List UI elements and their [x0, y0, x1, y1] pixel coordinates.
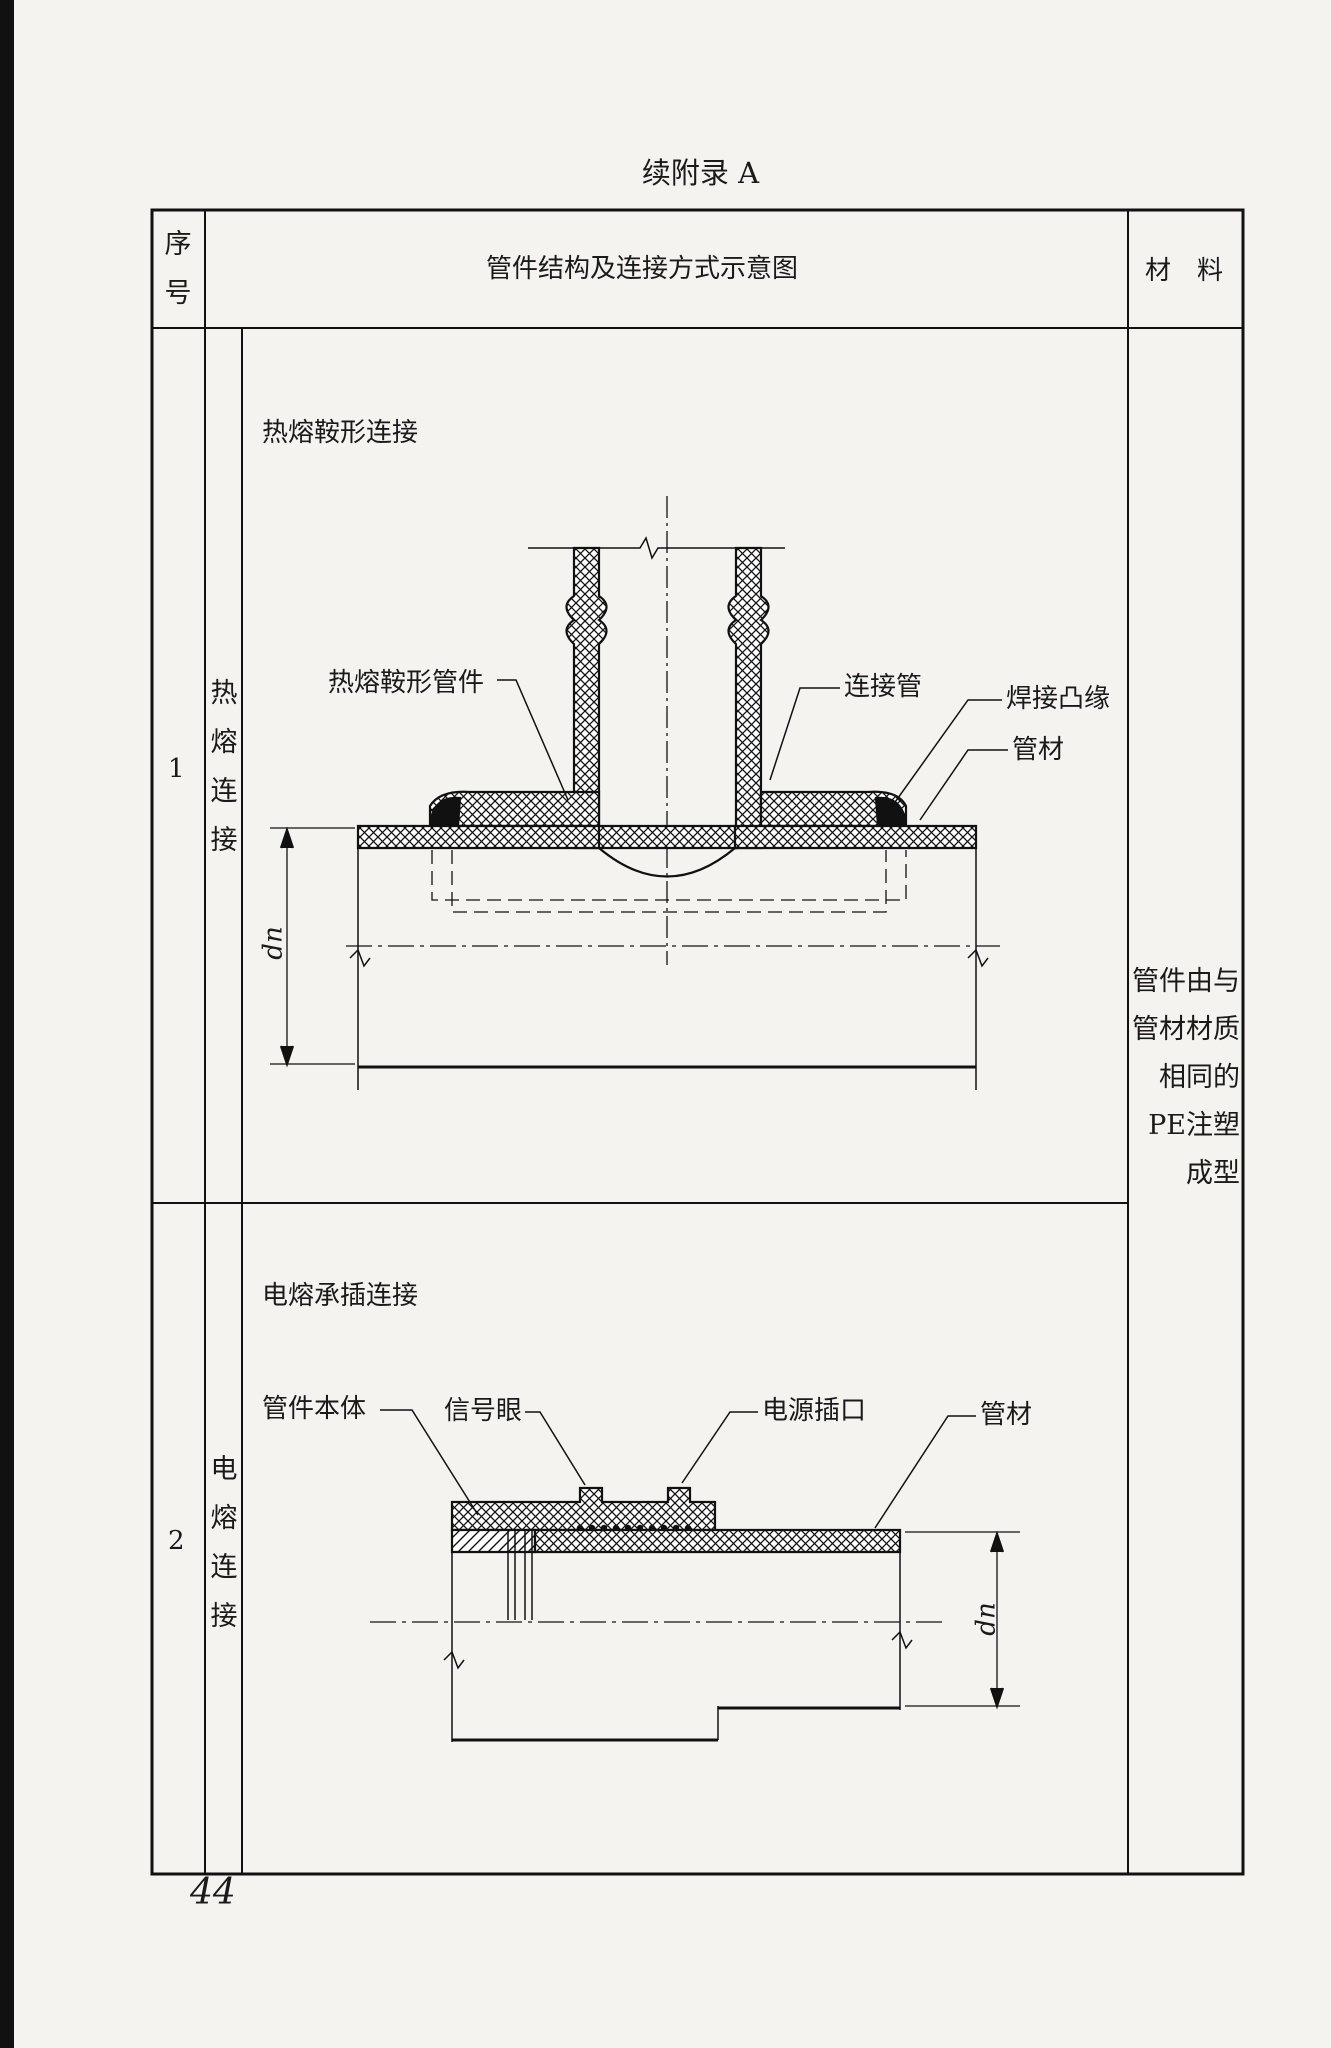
- header-material: 材 料: [1145, 256, 1224, 286]
- row1-subtitle: 热熔鞍形连接: [262, 418, 419, 448]
- header-diagram: 管件结构及连接方式示意图: [486, 254, 799, 284]
- label-saddle-fitting: 热熔鞍形管件: [328, 668, 485, 698]
- row1-index: 1: [168, 754, 185, 784]
- label-fitting-body: 管件本体: [262, 1394, 367, 1424]
- page-number: 44: [190, 1872, 236, 1913]
- label-signal-eye: 信号眼: [444, 1396, 523, 1426]
- row1-category: 热熔连接: [210, 678, 238, 856]
- table-grid: [150, 208, 1245, 1876]
- dim-label-2: dn: [971, 1602, 1002, 1636]
- page-title: 续附录 A: [641, 156, 760, 190]
- saddle-fusion-drawing: [270, 496, 1008, 1090]
- label-power-socket: 电源插口: [762, 1396, 867, 1426]
- scan-edge: [0, 0, 14, 2048]
- row2-index: 2: [168, 1526, 185, 1556]
- header-index: 序号: [164, 229, 192, 309]
- label-weld-flange: 焊接凸缘: [1006, 684, 1111, 714]
- dim-label-1: dn: [258, 926, 289, 960]
- row2-category: 电熔连接: [210, 1454, 238, 1632]
- material-text: 管件由与管材材质相同的PE注塑成型: [1132, 966, 1240, 1189]
- electrofusion-drawing: [370, 1409, 1020, 1742]
- label-pipe-1: 管材: [1012, 735, 1065, 765]
- label-connector-pipe: 连接管: [844, 672, 923, 702]
- row2-subtitle: 电熔承插连接: [262, 1281, 419, 1311]
- label-pipe-2: 管材: [980, 1400, 1033, 1430]
